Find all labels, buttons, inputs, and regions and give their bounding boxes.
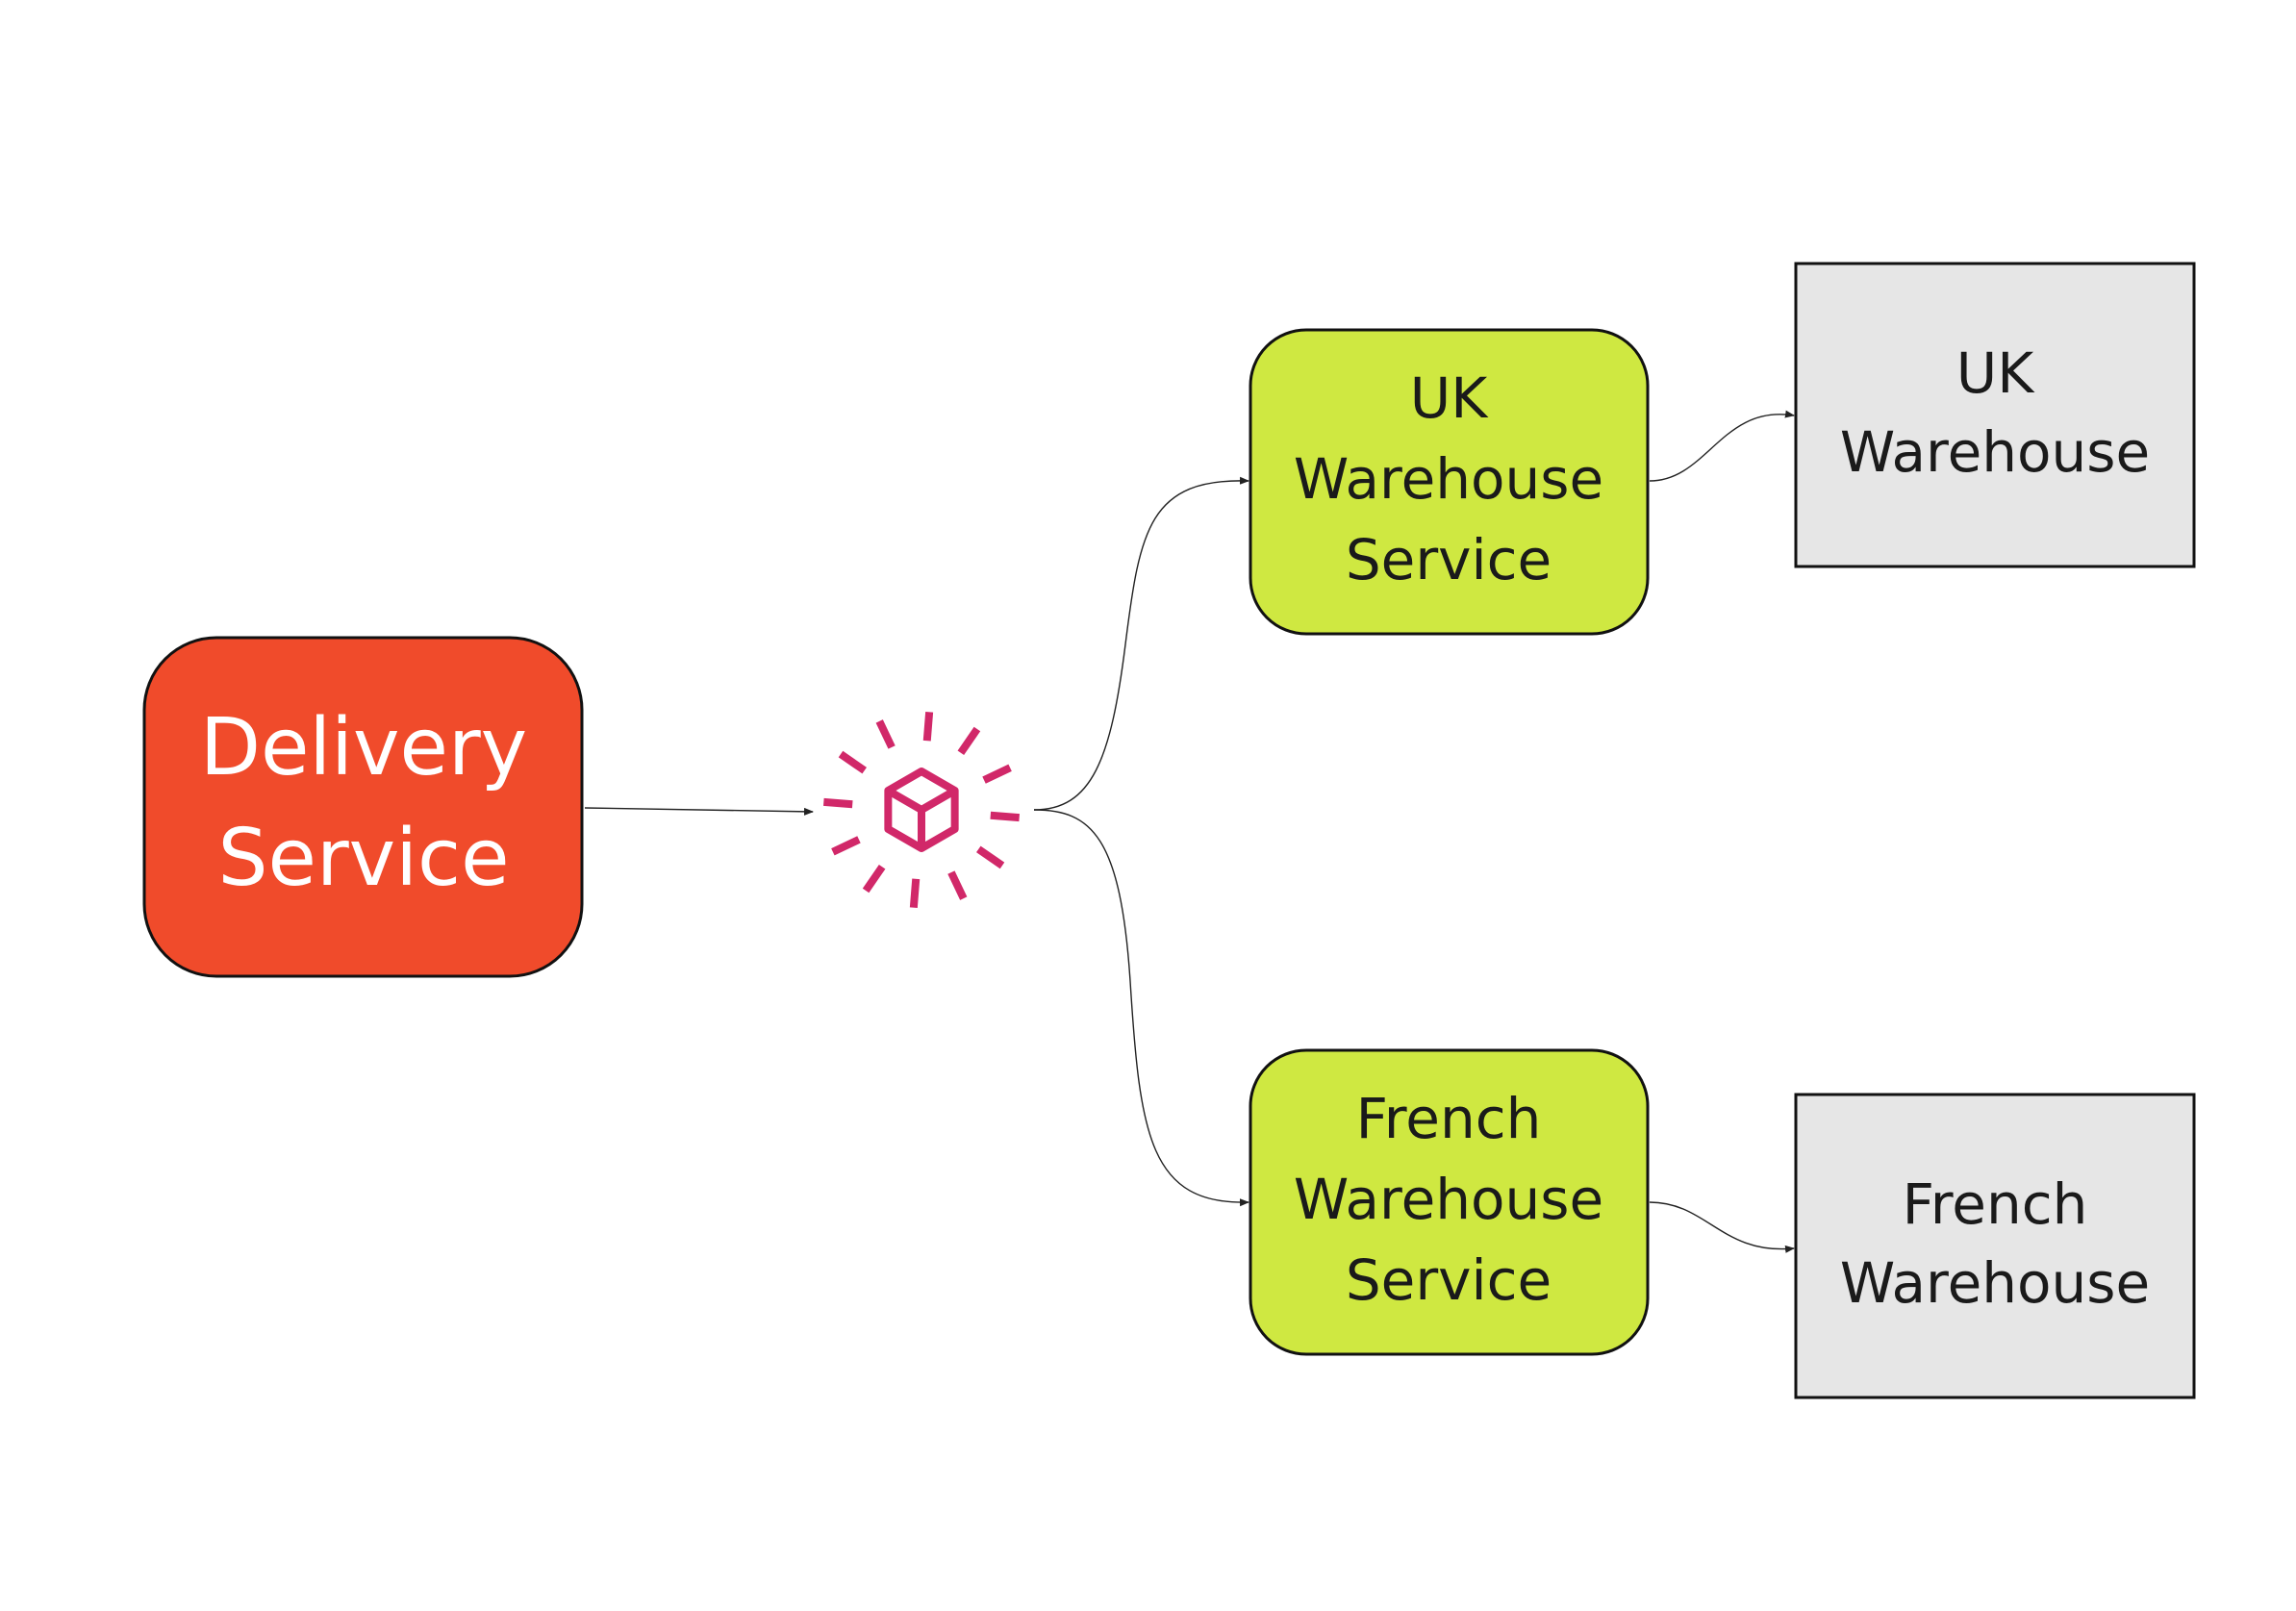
uk-warehouse-service-label-line2: Warehouse (1294, 446, 1603, 512)
french-warehouse-label-line2: Warehouse (1840, 1250, 2150, 1316)
uk-warehouse-service-label-line1: UK (1410, 365, 1489, 431)
uk-warehouse-label-line2: Warehouse (1840, 419, 2150, 485)
burst-ray (875, 719, 896, 749)
french-warehouse-service-node[interactable]: French Warehouse Service (1249, 1048, 1650, 1356)
french-warehouse-label-line1: French (1903, 1171, 2088, 1237)
edge-delivery-to-event (584, 807, 814, 816)
burst-ray (982, 764, 1012, 784)
french-warehouse-service-label-line2: Warehouse (1294, 1167, 1603, 1232)
burst-ray (990, 811, 1020, 822)
edge-french-service-to-french-warehouse (1649, 1201, 1795, 1253)
uk-warehouse-service-label-line3: Service (1346, 527, 1552, 592)
burst-ray (838, 750, 867, 774)
french-warehouse-service-box (1249, 1048, 1650, 1356)
burst-ray (976, 845, 1005, 869)
edge-event-to-uk-service (1033, 476, 1249, 811)
delivery-service-node[interactable]: Delivery Service (142, 636, 584, 978)
delivery-service-box (142, 636, 584, 978)
edge-uk-service-to-uk-warehouse (1649, 410, 1795, 482)
burst-ray (909, 878, 921, 908)
edge-event-to-french-service (1033, 809, 1249, 1207)
cube-inner-edges (886, 787, 957, 848)
uk-warehouse-service-node[interactable]: UK Warehouse Service (1249, 328, 1650, 636)
edges (584, 410, 1795, 1253)
uk-warehouse-label-line1: UK (1956, 340, 2035, 406)
burst-ray (823, 797, 853, 809)
burst-ray (947, 870, 968, 900)
package-event-icon (823, 712, 1020, 908)
uk-warehouse-service-box (1249, 328, 1650, 636)
delivery-service-label-line2: Service (217, 813, 509, 904)
uk-warehouse-node[interactable]: UK Warehouse (1794, 262, 2196, 568)
burst-ray (831, 836, 861, 856)
french-warehouse-service-label-line3: Service (1346, 1247, 1552, 1313)
french-warehouse-box (1794, 1093, 2196, 1399)
uk-warehouse-box (1794, 262, 2196, 568)
delivery-service-label-line1: Delivery (200, 702, 527, 793)
burst-ray (957, 726, 981, 755)
burst-ray (922, 712, 934, 742)
french-warehouse-node[interactable]: French Warehouse (1794, 1093, 2196, 1399)
french-warehouse-service-label-line1: French (1356, 1086, 1542, 1151)
burst-ray (862, 865, 886, 894)
